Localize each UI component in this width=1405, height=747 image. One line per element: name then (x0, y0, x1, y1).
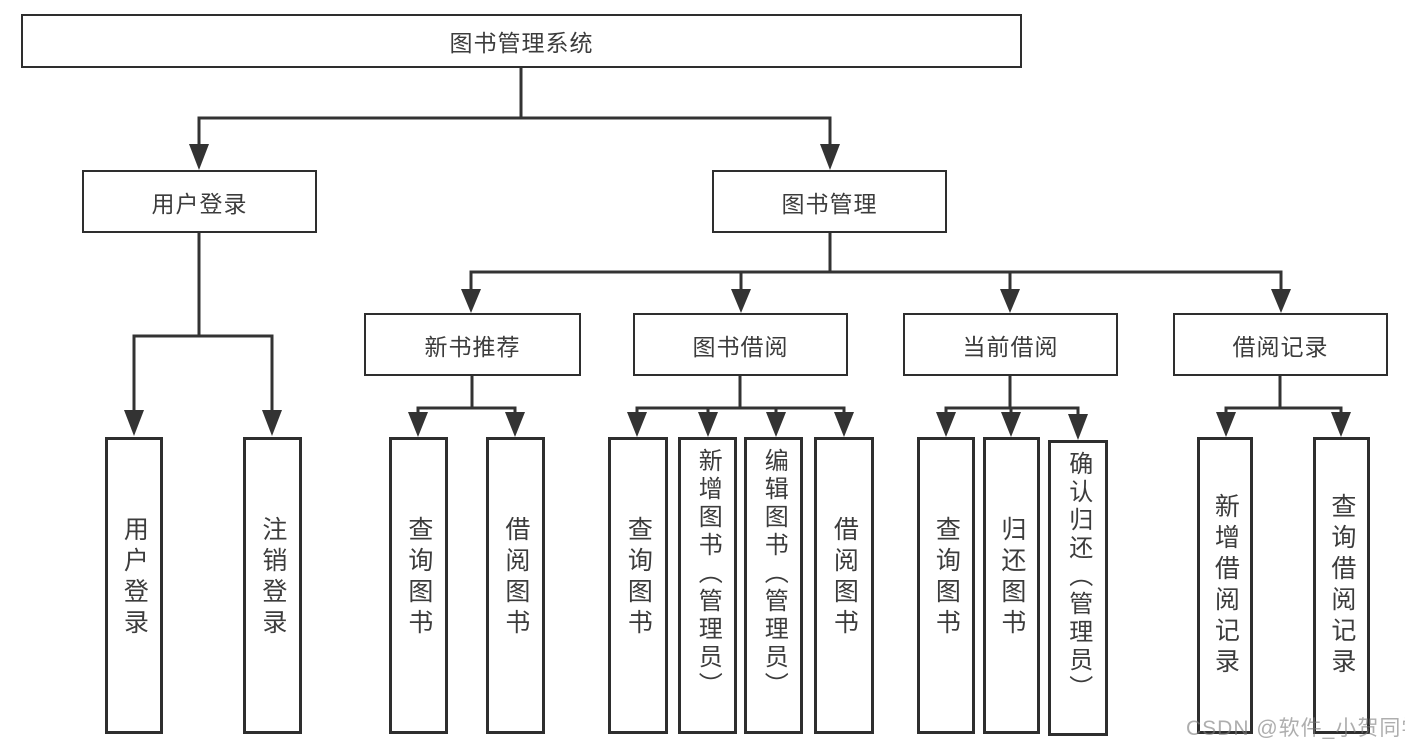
node-book-management: 图书管理 (712, 170, 947, 233)
node-leaf-borrow-books: 借阅图书 (486, 437, 545, 734)
connector-new-book-rec-children (416, 374, 517, 416)
node-current-borrowing: 当前借阅 (903, 313, 1118, 376)
node-leaf-query-books: 查询图书 (608, 437, 668, 734)
connector-root-to-level2 (197, 66, 832, 148)
node-borrowing-records: 借阅记录 (1173, 313, 1388, 376)
node-label: 归还图书 (997, 515, 1026, 640)
node-library-management-system: 图书管理系统 (21, 14, 1022, 68)
connector-current-borrow-children (944, 374, 1080, 418)
node-label: 新增图书（管理员） (694, 448, 722, 700)
node-label: 借阅图书 (501, 515, 530, 640)
node-label: 注销登录 (258, 515, 287, 640)
node-leaf-query-books: 查询图书 (389, 437, 448, 734)
arrowheads (124, 144, 1351, 440)
node-label: 查询图书 (932, 515, 961, 640)
node-label: 确认归还（管理员） (1064, 451, 1092, 703)
node-label: 新书推荐 (424, 333, 521, 360)
connector-borrow-records-children (1224, 374, 1343, 416)
node-leaf-edit-book-admin: 编辑图书（管理员） (744, 437, 803, 734)
node-user-login: 用户登录 (82, 170, 317, 233)
node-leaf-return-book: 归还图书 (983, 437, 1040, 734)
node-label: 图书管理 (781, 190, 878, 217)
connector-book-mgmt-children (469, 231, 1283, 293)
node-leaf-borrow-books: 借阅图书 (814, 437, 874, 734)
node-label: 查询图书 (404, 515, 433, 640)
node-label: 查询借阅记录 (1327, 492, 1356, 679)
node-label: 图书借阅 (692, 333, 789, 360)
node-label: 借阅记录 (1232, 333, 1329, 360)
csdn-watermark: CSDN @软件_小贺同学 (1186, 717, 1405, 740)
node-label: 新增借阅记录 (1211, 492, 1240, 679)
node-leaf-logout: 注销登录 (243, 437, 302, 734)
node-leaf-query-books: 查询图书 (917, 437, 975, 734)
connector-book-borrow-children (635, 374, 846, 416)
node-label: 用户登录 (120, 515, 149, 640)
node-label: 编辑图书（管理员） (760, 448, 788, 700)
node-label: 用户登录 (151, 190, 248, 217)
node-label: 查询图书 (624, 515, 653, 640)
node-leaf-add-borrow-record: 新增借阅记录 (1197, 437, 1253, 734)
node-leaf-query-borrow-record: 查询借阅记录 (1313, 437, 1370, 734)
node-new-book-recommendation: 新书推荐 (364, 313, 581, 376)
node-book-borrowing: 图书借阅 (633, 313, 848, 376)
node-label: 图书管理系统 (449, 30, 594, 56)
node-label: 当前借阅 (962, 333, 1059, 360)
node-leaf-add-book-admin: 新增图书（管理员） (678, 437, 737, 734)
connector-user-login-children (132, 231, 274, 414)
node-label: 借阅图书 (830, 515, 859, 640)
node-leaf-confirm-return-admin: 确认归还（管理员） (1048, 440, 1108, 736)
node-leaf-user-login: 用户登录 (105, 437, 163, 734)
